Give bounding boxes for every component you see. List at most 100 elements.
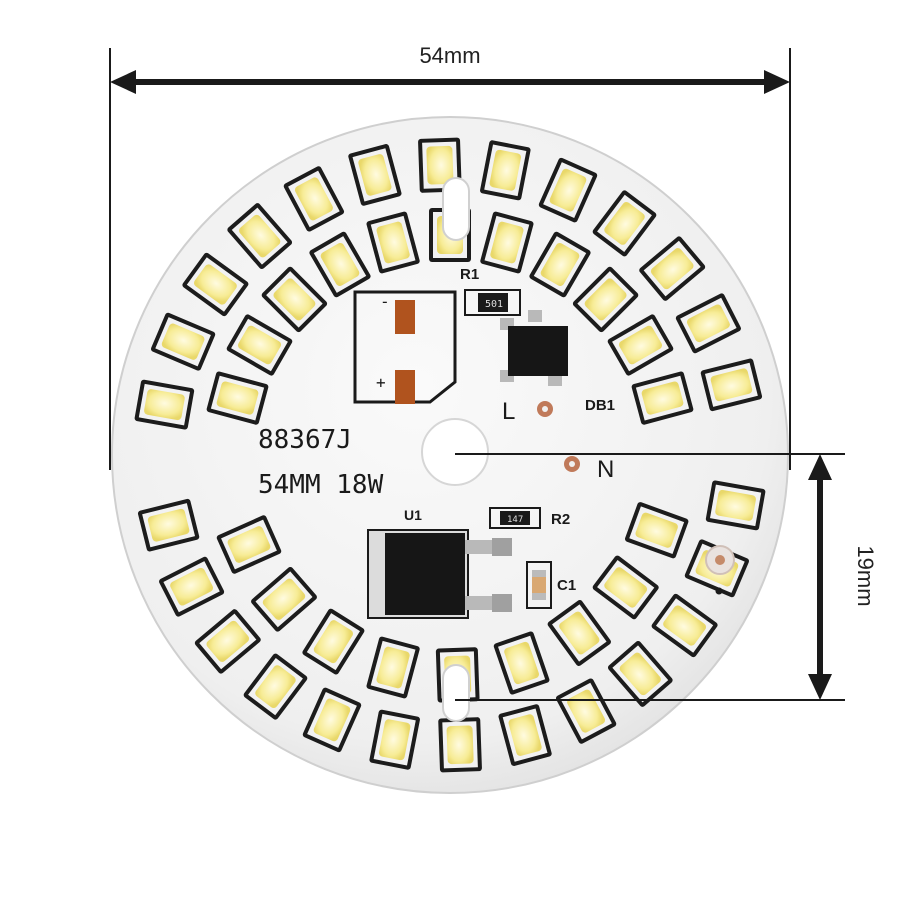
led-phosphor (549, 168, 587, 212)
led-phosphor (161, 323, 205, 360)
pad-plus (395, 370, 415, 404)
offset-label: 19mm (853, 545, 878, 606)
led-phosphor (715, 489, 756, 521)
led-phosphor (255, 665, 296, 708)
led-array (134, 137, 766, 773)
arrowhead-right (764, 70, 790, 94)
led-package (498, 704, 552, 766)
pad-minus (395, 300, 415, 334)
led-package (194, 609, 261, 674)
led-package (159, 556, 225, 617)
led-phosphor (584, 278, 627, 321)
led-phosphor (504, 641, 539, 685)
r2-label: R2 (551, 511, 570, 528)
led-phosphor (262, 578, 306, 620)
led-package (283, 166, 345, 232)
led-phosphor (635, 512, 678, 548)
led-package (309, 231, 371, 298)
polarity-minus: - (380, 292, 390, 311)
led-package (369, 709, 420, 770)
capacitor-c1: C1 (526, 561, 576, 609)
led-package (480, 211, 534, 274)
led-package (639, 236, 706, 301)
led-phosphor (206, 620, 250, 662)
db1-label: DB1 (585, 397, 615, 414)
led-phosphor (446, 725, 474, 765)
fiducial-dot (715, 587, 723, 595)
led-package (631, 371, 694, 425)
led-phosphor (313, 698, 351, 742)
led-package (572, 266, 639, 333)
led-package (134, 379, 195, 430)
led-package (547, 600, 611, 666)
led-phosphor (710, 368, 753, 402)
led-phosphor (238, 325, 281, 365)
led-package (226, 314, 293, 376)
led-phosphor (193, 264, 237, 305)
led-phosphor (619, 325, 662, 365)
led-phosphor (144, 389, 185, 421)
resistor-r2: 147 R2 (489, 507, 570, 529)
led-phosphor (641, 381, 684, 415)
led-package (227, 203, 293, 270)
mount-slot-bottom (442, 664, 470, 722)
led-package (624, 502, 689, 559)
terminal-neutral: N (597, 456, 614, 483)
led-phosphor (490, 221, 524, 264)
led-package (243, 653, 308, 720)
led-phosphor (379, 719, 411, 761)
led-package (206, 371, 269, 425)
led-phosphor (540, 243, 580, 286)
led-phosphor (313, 620, 353, 664)
led-package (251, 566, 317, 632)
led-phosphor (650, 248, 694, 290)
led-package (700, 358, 763, 412)
led-package (348, 144, 402, 206)
led-phosphor (376, 646, 410, 689)
bridge-rectifier-db1: DB1 (500, 310, 615, 414)
led-phosphor (320, 243, 360, 286)
board-spec: 54MM 18W (258, 470, 384, 500)
led-package (607, 640, 673, 707)
led-package (182, 252, 249, 317)
arrowhead-bottom (808, 674, 832, 700)
led-phosphor (376, 221, 410, 264)
led-package (302, 687, 362, 753)
mount-slot-top (442, 177, 470, 241)
center-hole (421, 418, 489, 486)
led-package (366, 636, 420, 699)
led-phosphor (273, 278, 316, 321)
led-package (592, 190, 657, 257)
led-phosphor (216, 381, 259, 415)
led-package (592, 555, 659, 620)
width-dimension: 54mm (109, 40, 791, 470)
led-phosphor (358, 154, 392, 196)
led-phosphor (686, 304, 730, 343)
led-package (261, 266, 328, 333)
led-package (705, 480, 766, 531)
led-package (529, 231, 591, 298)
led-package (480, 140, 531, 201)
terminal-live: L (502, 398, 515, 425)
polarity-plus: + (376, 373, 386, 392)
led-package (366, 211, 420, 274)
led-package (538, 157, 598, 223)
led-package (493, 631, 550, 695)
model-number: 88367J (258, 425, 352, 455)
regulator-u1: U1 (367, 507, 512, 619)
led-package (302, 608, 365, 675)
led-package (555, 678, 617, 744)
r1-code: 501 (485, 299, 503, 310)
led-package (137, 498, 200, 552)
led-package (216, 515, 282, 574)
led-phosphor (508, 714, 542, 756)
r1-label: R1 (460, 266, 479, 283)
led-phosphor (604, 202, 645, 245)
resistor-r1: 501 R1 (460, 266, 521, 316)
led-phosphor (619, 652, 661, 696)
led-package (675, 293, 741, 354)
led-phosphor (663, 605, 707, 646)
arrowhead-left (110, 70, 136, 94)
arrowhead-top (808, 454, 832, 480)
